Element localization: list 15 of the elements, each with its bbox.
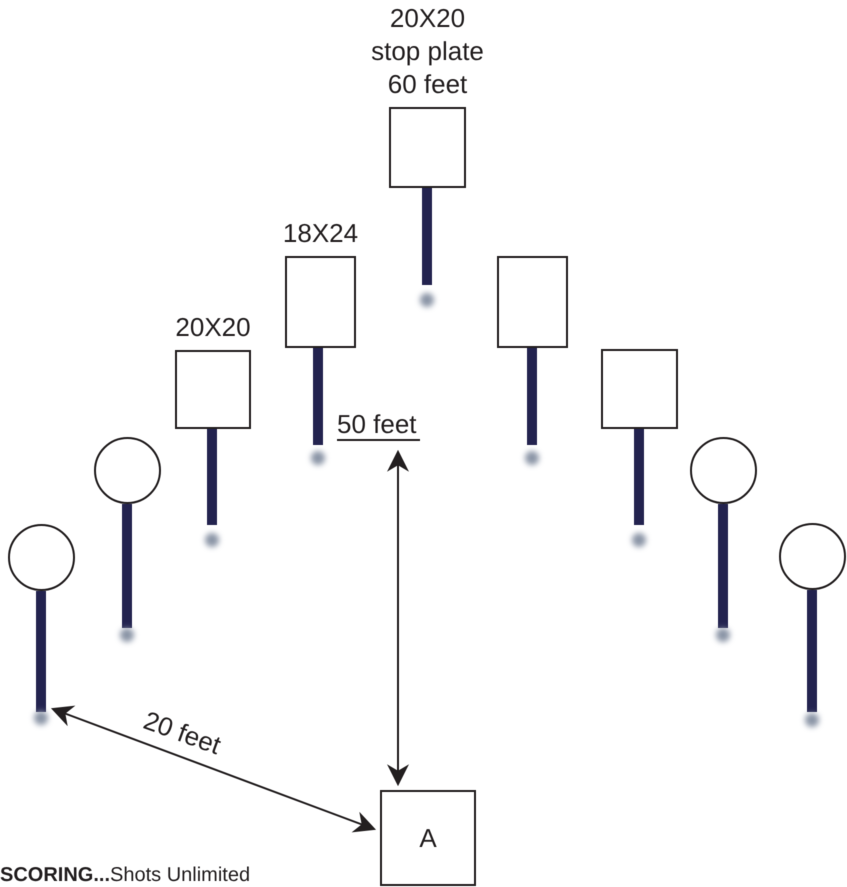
target-caption: 18X24 xyxy=(282,217,358,250)
target-caption: 60 feet xyxy=(388,68,468,101)
distance-label: 20 feet xyxy=(140,704,225,760)
target-caption: 20X20 xyxy=(390,2,466,35)
target-caption: 20X20 xyxy=(175,311,251,344)
distance-label: 50 feet xyxy=(337,409,420,441)
position-label: A xyxy=(419,822,437,854)
plate-target xyxy=(285,256,356,348)
plate-target xyxy=(389,107,466,188)
plate-target xyxy=(175,350,251,429)
plate-target xyxy=(497,256,568,348)
plate-target xyxy=(601,349,678,429)
scoring-note: SCORING...Shots Unlimited xyxy=(0,864,250,886)
position-box xyxy=(380,790,476,886)
target-caption: stop plate xyxy=(371,35,484,68)
